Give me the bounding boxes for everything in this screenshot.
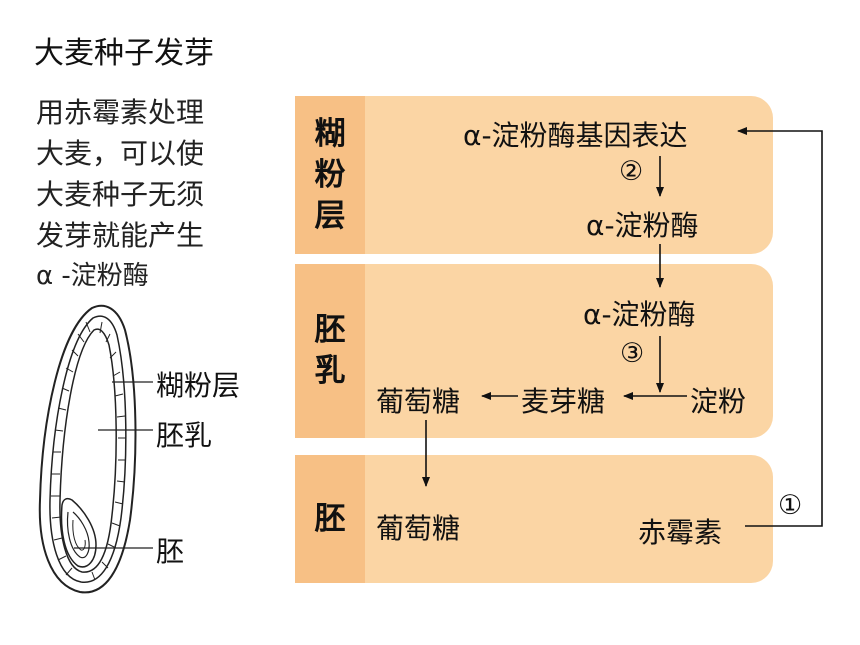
amylase-label-aleurone: α-淀粉酶 <box>586 209 699 242</box>
seed-label-embryo: 胚 <box>156 535 185 568</box>
panel-embryo: 胚 <box>295 455 773 583</box>
seed-embryo <box>60 497 97 568</box>
step-1-marker: ① <box>778 490 803 521</box>
panel-title-char: 乳 <box>314 353 346 389</box>
panel-title-endosperm: 胚 乳 <box>295 264 365 438</box>
description-line: α -淀粉酶 <box>36 261 149 291</box>
starch-label: 淀粉 <box>690 385 747 418</box>
panel-title-embryo: 胚 <box>295 455 365 583</box>
description-line: 大麦种子无须 <box>36 178 205 211</box>
amylase-label-endosperm: α-淀粉酶 <box>583 298 696 331</box>
step-3-marker: ③ <box>620 338 645 369</box>
panel-aleurone: 糊 粉 层 <box>295 96 773 254</box>
panel-title-char: 胚 <box>314 312 346 348</box>
description-line: 发芽就能产生 <box>36 219 205 252</box>
seed-label-aleurone: 糊粉层 <box>156 369 241 402</box>
seed-aleurone-band <box>49 315 127 583</box>
glucose-label-endosperm: 葡萄糖 <box>376 385 461 418</box>
panel-endosperm: 胚 乳 <box>295 264 773 438</box>
description: 用赤霉素处理 大麦，可以使 大麦种子无须 发芽就能产生 α -淀粉酶 <box>36 92 204 297</box>
glucose-label-embryo: 葡萄糖 <box>376 512 461 545</box>
description-line: 大麦，可以使 <box>36 137 205 170</box>
panel-title-char: 层 <box>314 197 346 234</box>
panel-title-char: 糊 <box>314 115 346 152</box>
seed-endosperm-outline <box>59 328 117 573</box>
arrow-gibberellin-to-gene <box>737 127 823 527</box>
panel-title-aleurone: 糊 粉 层 <box>295 96 365 254</box>
gibberellin-label: 赤霉素 <box>638 516 723 549</box>
maltose-label: 麦芽糖 <box>521 385 606 418</box>
panel-title-char: 粉 <box>314 156 346 193</box>
seed-label-endosperm: 胚乳 <box>156 419 213 452</box>
gene-expression-label: α-淀粉酶基因表达 <box>463 119 688 152</box>
description-line: 用赤霉素处理 <box>36 96 205 129</box>
step-2-marker: ② <box>619 156 644 187</box>
panel-title-char: 胚 <box>314 500 346 537</box>
page-title: 大麦种子发芽 <box>34 36 214 71</box>
seed-hatching <box>51 321 126 581</box>
